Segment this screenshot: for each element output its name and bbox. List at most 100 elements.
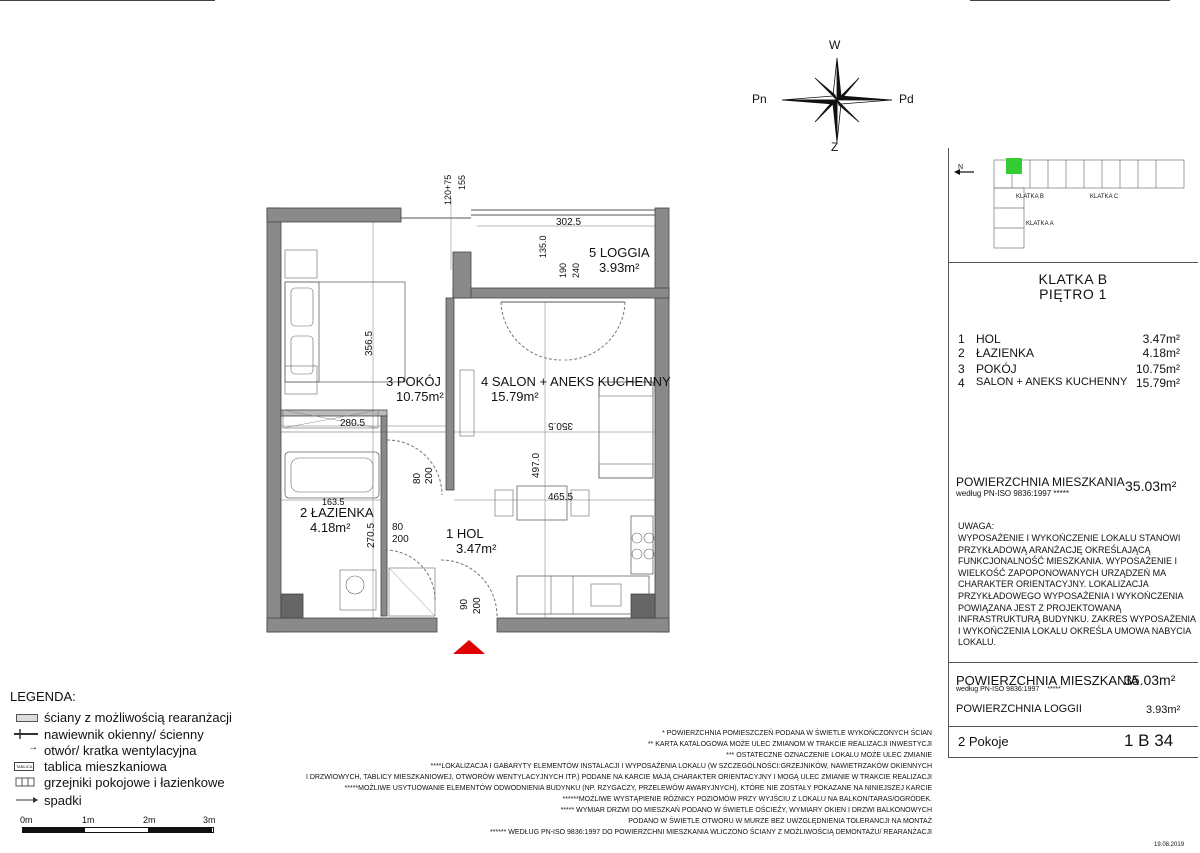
- dim-120-75: 120+75: [443, 174, 453, 205]
- room-row-area: 3.47m²: [1142, 332, 1180, 346]
- notice-line: INFRASTRUKTURĄ BUDYNKU. ZAKRES WYPOSAŻEN…: [958, 614, 1197, 625]
- dim-350-5: 350.5: [548, 420, 574, 431]
- footnote: PODANO W ŚWIETLE OTWORU W MURZE BEZ UWZG…: [628, 818, 932, 825]
- room-name: LOGGIA: [599, 245, 650, 260]
- dim-497: 497.0: [531, 452, 542, 478]
- keyplan-label-a: KLATKA A: [1026, 221, 1054, 227]
- dim-200b: 200: [392, 534, 409, 545]
- loggia-value: 3.93m²: [1146, 704, 1181, 716]
- keyplan-n: N: [958, 164, 964, 171]
- dim-200a: 200: [424, 467, 435, 484]
- room-label-hol: 1 HOL 3.47m²: [446, 526, 496, 556]
- staircase-title: KLATKA B: [1038, 271, 1108, 287]
- area2-norm: według PN-ISO 9836:1997 *****: [956, 686, 1061, 693]
- room-no: 2: [300, 505, 308, 520]
- room-row-area: 4.18m²: [1142, 346, 1180, 360]
- radiator-icon: [15, 777, 35, 787]
- keyplan-label-b: KLATKA B: [1016, 194, 1044, 200]
- unit-code: 1 B 34: [1124, 731, 1174, 750]
- compass-rose: [781, 57, 893, 143]
- room-row-area: 10.75m²: [1135, 362, 1180, 376]
- room-area: 3.93m²: [599, 260, 640, 275]
- key-plan: [954, 158, 1185, 249]
- area-norm: według PN-ISO 9836:1997 *****: [956, 489, 1069, 498]
- room-row-no: 3: [958, 362, 965, 376]
- room-no: 5: [589, 245, 597, 260]
- room-row-area: 15.79m²: [1135, 376, 1180, 390]
- room-name: SALON + ANEKS KUCHENNY: [491, 374, 671, 389]
- divider-4: [948, 757, 1198, 758]
- room-no: 4: [481, 374, 489, 389]
- area2-norm-text: według PN-ISO 9836:1997: [956, 686, 1040, 693]
- notice-line: LOKALU.: [958, 637, 997, 648]
- room-row-no: 4: [958, 376, 965, 390]
- area2-label: POWIERZCHNIA MIESZKANIA: [956, 673, 1139, 688]
- footnote: *****MOŻLIWE USYTUOWANIE ELEMENTÓW ODWOD…: [344, 785, 932, 792]
- info-panel-frame: [948, 148, 1199, 758]
- room-label-salon: 4 SALON + ANEKS KUCHENNY 15.79m²: [481, 374, 671, 404]
- divider-2: [948, 662, 1198, 663]
- room-name: HOL: [456, 526, 484, 541]
- room-area: 4.18m²: [310, 520, 351, 535]
- dim-200c: 200: [472, 597, 483, 614]
- area-label: POWIERZCHNIA MIESZKANIA: [956, 475, 1125, 489]
- room-name: POKÓJ: [396, 374, 441, 389]
- legend-item-opening: otwór/ kratka wentylacyjna: [44, 743, 197, 758]
- compass-s: Z: [831, 140, 839, 154]
- divider-3: [948, 726, 1198, 727]
- loggia-label: POWIERZCHNIA LOGGII: [956, 703, 1082, 715]
- legend-item-slopes: spadki: [44, 793, 82, 808]
- footnote: I DRZWIOWYCH, TABLICY MIESZKANIOWEJ, OTW…: [305, 774, 932, 781]
- dim-80a: 80: [412, 472, 423, 484]
- scale-bar-fill-2: [148, 828, 212, 832]
- notice-line: I WYKOŃCZENIA LOKALU OKREŚLA UMOWA NABYC…: [958, 625, 1192, 636]
- area-value: 35.03m²: [1125, 478, 1177, 494]
- room-row-no: 1: [958, 332, 965, 346]
- dim-80b: 80: [392, 522, 404, 533]
- dim-240: 240: [571, 262, 581, 278]
- vent-window-icon: [14, 729, 38, 739]
- legend-item-vent: nawiewnik okienny/ ścienny: [44, 727, 204, 742]
- compass-e: Pd: [899, 92, 914, 106]
- room-name: ŁAZIENKA: [310, 505, 374, 520]
- room-no: 3: [386, 374, 394, 389]
- notice-line: POWIĄZANA JEST Z PROJEKTOWANĄ: [958, 602, 1122, 613]
- notice-line: CHARAKTER ORIENTACYJNY. LOKALIZACJA: [958, 579, 1149, 590]
- footnote: ****** WEDŁUG PN-ISO 9836:1997 DO POWIER…: [490, 829, 932, 836]
- date-stamp: 19.08.2019: [1154, 842, 1185, 848]
- notice-block: WYPOSAŻENIE I WYKOŃCZENIE LOKALU STANOWI…: [958, 533, 1198, 649]
- room-row-name: HOL: [976, 332, 1001, 346]
- dim-90: 90: [459, 598, 470, 610]
- legend-item-panel: tablica mieszkaniowa: [44, 759, 167, 774]
- room-row-name: SALON + ANEKS KUCHENNY: [976, 376, 1128, 388]
- room-area: 10.75m²: [396, 389, 444, 404]
- notice-line: PRZYKŁADOWĄ ARANŻACJĘ OKREŚLAJĄCĄ: [958, 544, 1151, 555]
- dim-163-5: 163.5: [322, 497, 345, 507]
- top-frame-left: [0, 0, 215, 1]
- dim-465-5: 465.5: [548, 492, 574, 503]
- slope-icon: [16, 797, 38, 803]
- notice-title: UWAGA:: [958, 521, 995, 531]
- notice-line: WIELKOŚĆ ZAPOPONOWANYCH URZĄDZEŃ MA: [958, 567, 1167, 578]
- legend-item-walls: ściany z możliwością rearanżacji: [44, 710, 232, 725]
- room-label-loggia: 5 LOGGIA 3.93m²: [589, 245, 650, 275]
- notice-line: FUNKCJONALNOŚĆ MIESZKANIA. WYPOSAŻENIE I: [958, 556, 1178, 567]
- notice-line: PRZYKŁADOWEGO WYPOSAŻENIA I WYKOŃCZENIA: [958, 590, 1184, 601]
- room-row-no: 2: [958, 346, 965, 360]
- dim-190: 190: [558, 262, 568, 278]
- legend-item-radiators: grzejniki pokojowe i łazienkowe: [44, 775, 225, 790]
- dim-135: 135.0: [538, 235, 548, 258]
- room-label-lazienka: 2 ŁAZIENKA 4.18m²: [300, 505, 374, 535]
- footnote: ****LOKALIZACJA I GABARYTY ELEMENTÓW INS…: [430, 763, 933, 770]
- legend-title: LEGENDA:: [10, 689, 76, 704]
- room-label-pokoj: 3 POKÓJ 10.75m²: [386, 374, 444, 404]
- dim-280-5: 280.5: [340, 418, 366, 429]
- footnote: *** OSTATECZNE OZNACZENIE LOKALU MOŻE UL…: [726, 752, 932, 759]
- scale-1: 1m: [82, 815, 95, 825]
- notice-line: WYPOSAŻENIE I WYKOŃCZENIE LOKALU STANOWI: [958, 533, 1181, 543]
- room-no: 1: [446, 526, 454, 541]
- rooms-count: 2 Pokoje: [958, 734, 1009, 749]
- area2-value: 35.03m²: [1124, 672, 1176, 688]
- scale-3: 3m: [203, 815, 216, 825]
- vent-opening-icon: →: [28, 742, 38, 753]
